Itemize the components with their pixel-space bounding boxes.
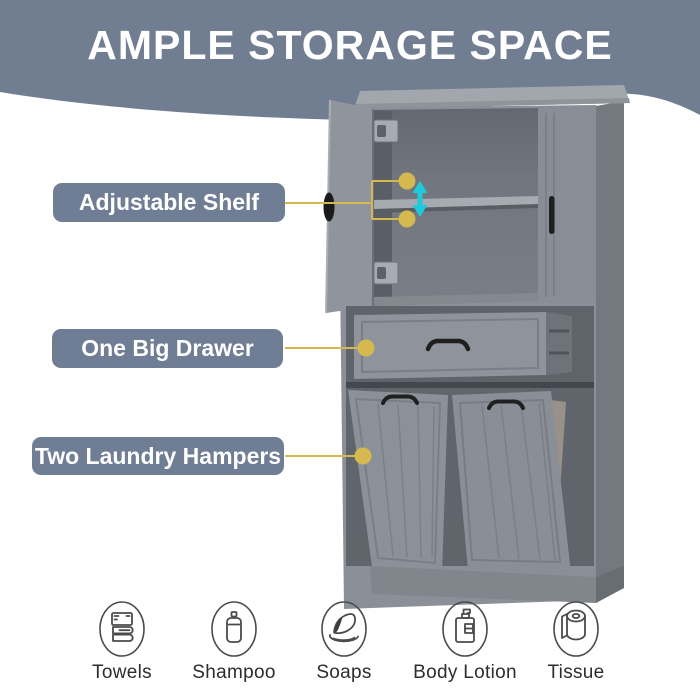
tissue-roll-icon <box>553 601 599 657</box>
callout-lines <box>285 180 399 457</box>
hamper-right-grooves <box>481 402 556 561</box>
hamper-right-handle <box>487 399 525 410</box>
plinth-side <box>596 566 624 603</box>
feature-label: Soaps <box>316 662 372 683</box>
feature-body-lotion: Body Lotion <box>407 600 523 684</box>
page-title: AMPLE STORAGE SPACE <box>87 22 613 68</box>
drawer-gap-shadow <box>346 382 594 390</box>
callout-dots <box>354 172 416 465</box>
drawer-front <box>354 312 546 379</box>
feature-label: Towels <box>92 662 152 683</box>
hamper-left-grooves <box>377 403 435 559</box>
right-door-handle <box>549 196 555 234</box>
hinge-bottom <box>373 261 399 285</box>
molding-edge <box>354 98 630 109</box>
towels-icon <box>99 601 145 657</box>
drawer-handle <box>425 338 471 352</box>
adjust-arrow-icon <box>412 181 428 217</box>
closed-right-door <box>538 106 596 303</box>
hinge-top <box>373 119 399 143</box>
plinth-base <box>370 566 596 603</box>
interior-floor <box>374 293 538 306</box>
hamper-left-inset <box>354 397 442 565</box>
feature-label: Shampoo <box>192 662 276 683</box>
feature-label: Body Lotion <box>413 662 517 683</box>
feature-towels: Towels <box>64 600 180 684</box>
feature-tissue: Tissue <box>518 600 634 684</box>
feature-soaps: Soaps <box>286 600 402 684</box>
callout-adjustable-shelf: Adjustable Shelf <box>53 183 285 222</box>
open-left-door <box>326 100 374 313</box>
hamper-left-handle <box>381 394 419 405</box>
open-door-handle <box>323 192 335 222</box>
soap-dish-icon <box>321 601 367 657</box>
callout-one-big-drawer: One Big Drawer <box>52 329 283 368</box>
cabinet-side-panel <box>596 101 624 600</box>
lotion-pump-icon <box>442 601 488 657</box>
hamper-door-right <box>452 391 571 574</box>
shelf-shadow <box>374 204 538 213</box>
drawer-glides <box>546 312 572 375</box>
feature-label: Tissue <box>547 662 605 683</box>
callout-line-shelf <box>285 180 399 220</box>
glide-rails <box>549 329 569 355</box>
shampoo-bottle-icon <box>211 601 257 657</box>
feature-shampoo: Shampoo <box>176 600 292 684</box>
callout-two-laundry-hampers: Two Laundry Hampers <box>32 437 284 475</box>
